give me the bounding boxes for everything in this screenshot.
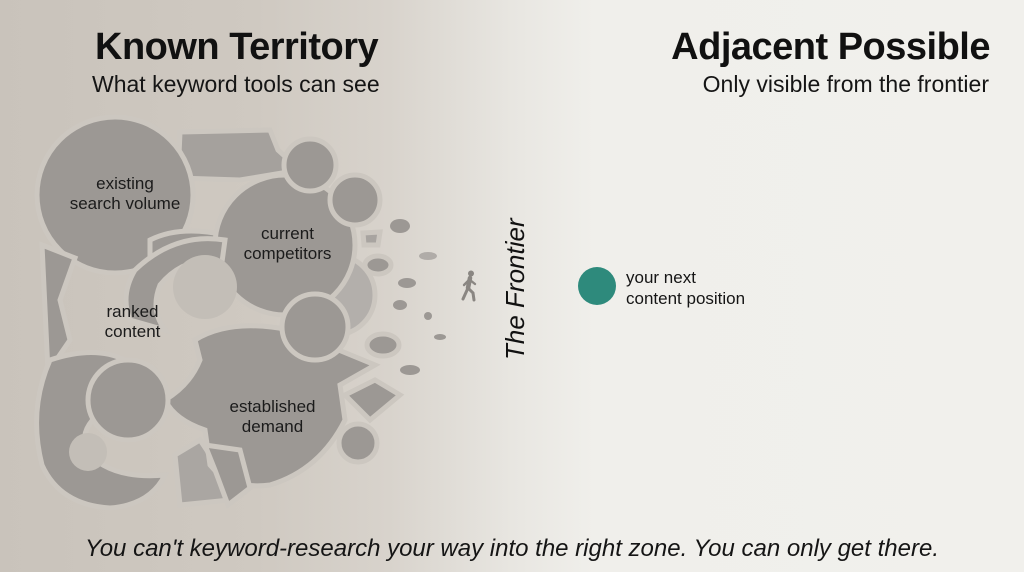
label-existing-search-volume: existing search volume [60, 174, 190, 214]
walking-person-icon [461, 270, 477, 302]
footer-caption: You can't keyword-research your way into… [85, 535, 939, 562]
content-position-marker [578, 267, 616, 305]
label-current-competitors: current competitors [230, 224, 345, 264]
frontier-label: The Frontier [500, 218, 530, 360]
label-line: existing [96, 174, 154, 193]
label-line: established [229, 397, 316, 416]
marker-label-line: content position [626, 289, 746, 308]
label-line: current [261, 224, 314, 243]
known-territory-subtitle: What keyword tools can see [92, 71, 380, 97]
known-territory-title: Known Territory [95, 26, 379, 68]
label-line: content [104, 322, 161, 341]
label-established-demand: established demand [215, 397, 330, 437]
known-territory-shapes [34, 114, 446, 511]
marker-label-line: your next [626, 268, 696, 287]
adjacent-possible-subtitle: Only visible from the frontier [702, 71, 989, 97]
content-position-label: your next content position [626, 267, 745, 309]
label-line: search volume [69, 194, 181, 213]
label-line: demand [241, 417, 304, 436]
label-line: competitors [243, 244, 332, 263]
label-ranked-content: ranked content [90, 302, 175, 342]
adjacent-possible-title: Adjacent Possible [671, 26, 990, 68]
label-line: ranked [106, 302, 159, 321]
